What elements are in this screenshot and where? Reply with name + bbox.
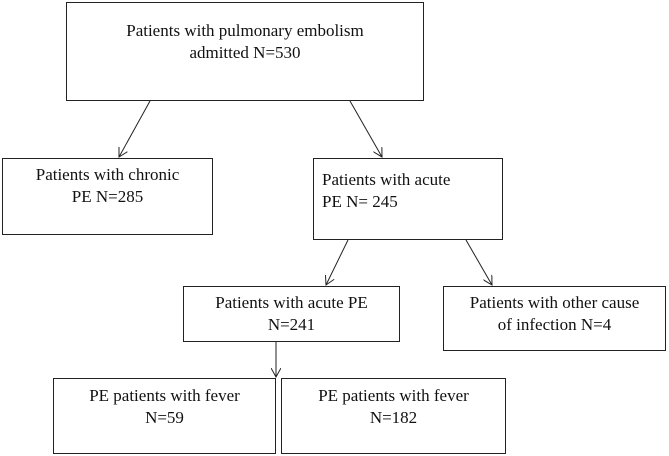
node-root-line-1: Patients with pulmonary embolism <box>126 21 364 40</box>
node-fever-59-line-1: PE patients with fever <box>89 386 240 405</box>
arrow-acute-to-other <box>465 239 492 285</box>
node-acute-pe-line-1: Patients with acute <box>322 170 451 189</box>
node-other-infection-line-2: of infection N=4 <box>497 315 612 334</box>
node-acute-pe-confirmed-line-2: N=241 <box>267 315 316 334</box>
node-chronic-pe: Patients with chronic PE N=285 <box>2 158 213 235</box>
node-chronic-pe-line-1: Patients with chronic <box>35 165 180 184</box>
arrow-root-to-acute <box>349 100 382 157</box>
arrow-root-to-chronic <box>119 100 151 157</box>
node-other-infection-line-1: Patients with other cause <box>469 293 640 312</box>
node-root: Patients with pulmonary embolism admitte… <box>66 2 424 101</box>
arrow-acute-to-acute-pe <box>326 239 349 285</box>
node-root-line-2: admitted N=530 <box>189 43 301 62</box>
node-acute-pe-confirmed-line-1: Patients with acute PE <box>215 293 368 312</box>
node-acute-pe-line-2: PE N= 245 <box>322 192 398 211</box>
node-fever-59: PE patients with fever N=59 <box>53 378 276 454</box>
node-other-infection: Patients with other cause of infection N… <box>443 286 666 351</box>
node-acute-pe-confirmed: Patients with acute PE N=241 <box>183 286 400 342</box>
node-chronic-pe-line-2: PE N=285 <box>71 187 144 206</box>
node-fever-182-line-2: N=182 <box>369 408 418 427</box>
node-fever-182: PE patients with fever N=182 <box>281 378 506 454</box>
node-fever-59-line-2: N=59 <box>145 408 184 427</box>
node-fever-182-line-1: PE patients with fever <box>318 386 469 405</box>
node-acute-pe: Patients with acute PE N= 245 <box>313 158 503 240</box>
